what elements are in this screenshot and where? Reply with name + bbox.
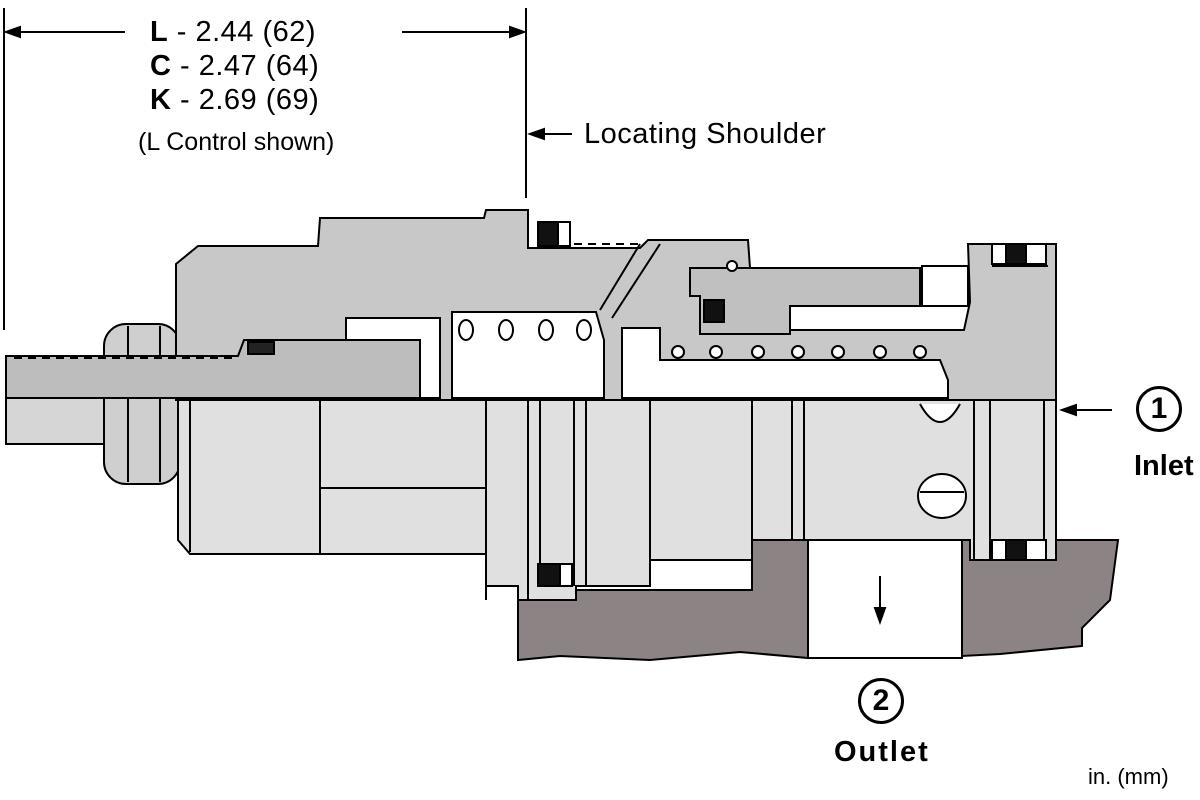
dimension-note: (L Control shown) [138,128,335,156]
adjustment-stem [5,323,181,485]
units-label: in. (mm) [1088,764,1169,789]
dimension-k: K - 2.69 (69) [150,84,320,116]
manifold-block [517,539,1120,662]
dimension-c: C - 2.47 (64) [150,50,320,82]
outlet-label: Outlet [834,736,930,768]
spring [458,319,927,359]
dimension-l: L - 2.44 (62) [150,16,317,48]
valve-body-section [5,209,1057,401]
o-rings [537,221,1048,323]
outlet-port-number: 2 [858,678,904,724]
locating-shoulder-label: Locating Shoulder [584,118,827,150]
inlet-port-number: 1 [1136,386,1182,432]
valve-body-exterior [177,399,1057,601]
dimension-lines [3,8,572,330]
flow-arrows [873,403,1112,625]
inlet-label: Inlet [1134,450,1194,482]
